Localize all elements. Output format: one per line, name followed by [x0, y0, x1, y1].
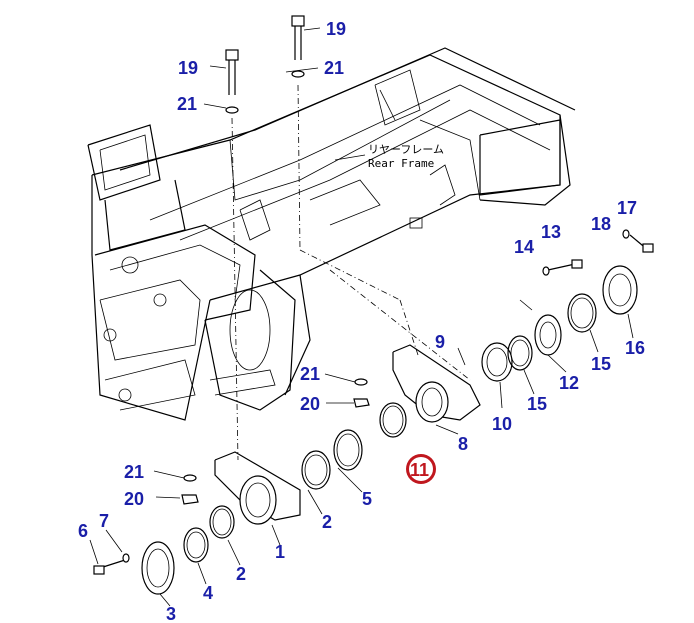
- callout-15-mid: 15: [527, 394, 547, 414]
- callout-21-lower: 21: [124, 462, 144, 482]
- callout-21-left: 21: [177, 94, 197, 114]
- callout-12: 12: [559, 373, 579, 393]
- callout-18: 18: [591, 214, 611, 234]
- callout-4: 4: [203, 583, 213, 603]
- leader-lines: [89, 27, 634, 607]
- callout-19-left: 19: [178, 58, 198, 78]
- guide-lines: [231, 84, 471, 461]
- callout-7: 7: [99, 511, 109, 531]
- callout-2-mid: 2: [322, 512, 332, 532]
- callouts: 19 19 21 21 17 18 13 14 9 16 15 12 21 20…: [78, 19, 645, 623]
- callout-5: 5: [362, 489, 372, 509]
- callout-20-lower: 20: [124, 489, 144, 509]
- rear-frame: リヤーフレーム Rear Frame: [87, 47, 576, 421]
- callout-6: 6: [78, 521, 88, 541]
- callout-2-lower: 2: [236, 564, 246, 584]
- callout-14: 14: [514, 237, 534, 257]
- callout-15-right: 15: [591, 354, 611, 374]
- callout-10: 10: [492, 414, 512, 434]
- callout-20-mid: 20: [300, 394, 320, 414]
- callout-8: 8: [458, 434, 468, 454]
- rear-frame-label-jp: リヤーフレーム: [368, 143, 444, 156]
- callout-11-highlighted: 11: [410, 460, 429, 480]
- callout-21-mid: 21: [300, 364, 320, 384]
- callout-19-top: 19: [326, 19, 346, 39]
- highlight-inner: [409, 457, 433, 481]
- callout-17: 17: [617, 198, 637, 218]
- top-bolts: [225, 15, 305, 114]
- callout-9: 9: [435, 332, 445, 352]
- rear-frame-label-en: Rear Frame: [368, 157, 434, 170]
- callout-16: 16: [625, 338, 645, 358]
- callout-21-top: 21: [324, 58, 344, 78]
- callout-13: 13: [541, 222, 561, 242]
- front-bearing-group: [93, 429, 363, 595]
- callout-3: 3: [166, 604, 176, 623]
- rear-bearing-group: [353, 229, 654, 438]
- callout-1: 1: [275, 542, 285, 562]
